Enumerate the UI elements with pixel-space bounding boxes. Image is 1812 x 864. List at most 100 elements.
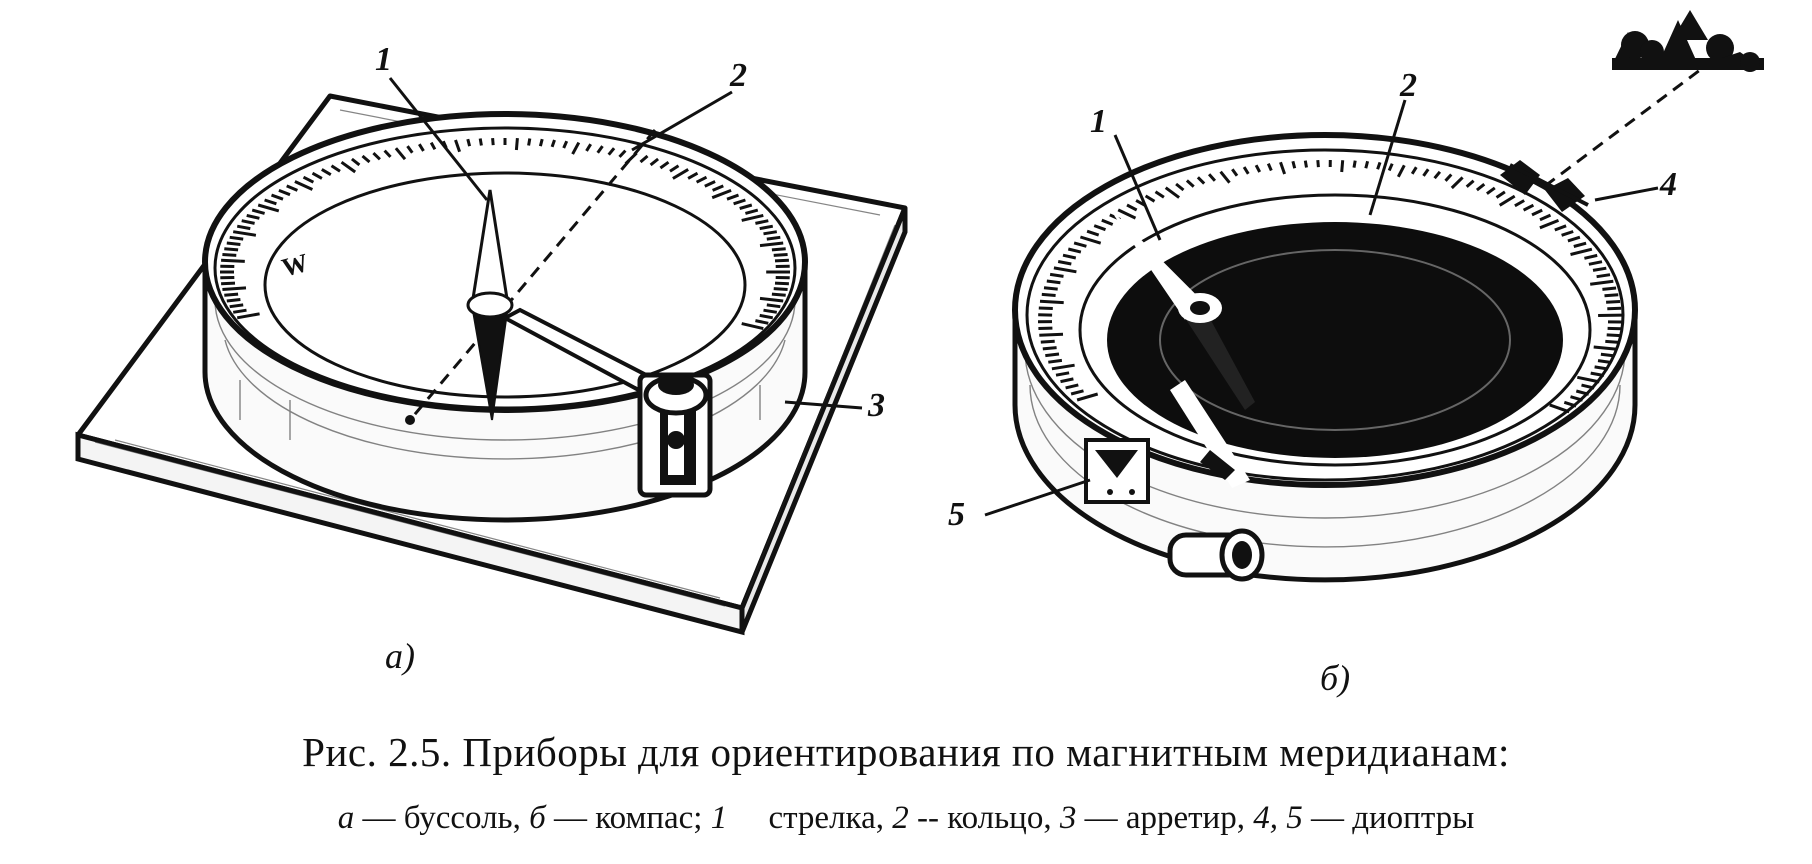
scale-tick [478,138,483,146]
scale-tick [241,219,255,225]
scale-tick [1597,359,1612,364]
scale-tick [1602,286,1617,291]
scale-tick [1594,365,1609,371]
scale-tick [1040,339,1055,344]
boussole-caption-a: а) [385,636,415,676]
compass-scale-ticks [1037,159,1623,414]
scale-tick [226,298,241,303]
scale-tick [1498,194,1516,207]
compass-label-5: 5 [948,496,965,533]
figure-caption-legend: а — буссоль, б — компас; 1 стрелка, 2 --… [0,800,1812,837]
scale-tick [712,184,724,192]
scale-tick [1576,375,1600,384]
compass-drawing: 1 2 4 5 б) [948,10,1764,698]
scale-tick [1039,299,1064,305]
scale-tick [1588,260,1603,266]
scale-tick [1303,160,1308,168]
scale-tick [1364,160,1370,169]
scale-tick [224,247,239,252]
scale-tick [1514,199,1525,208]
scale-tick [1101,218,1114,226]
scale-tick [429,141,437,151]
scale-tick [755,219,769,225]
scale-tick [1376,161,1382,170]
figure-caption-title: Рис. 2.5. Приборы для ориентирования по … [302,729,1510,775]
scale-tick [741,213,764,222]
compass-label-2: 2 [1399,67,1417,104]
legend-n45: 4, 5 [1253,800,1303,836]
scale-tick [1043,286,1058,291]
scale-tick [514,137,519,151]
scale-tick [618,149,627,158]
scale-tick [1042,346,1057,351]
scale-tick [1593,345,1618,351]
scale-tick [745,208,759,215]
scale-tick [1207,173,1217,182]
scale-tick [1607,306,1622,311]
scale-tick [232,308,247,314]
scale-tick [759,313,774,320]
scale-tick [1242,166,1250,175]
scale-tick [1196,176,1206,185]
scale-tick [1041,292,1056,297]
scale-tick [562,140,569,149]
scale-tick [1049,272,1064,278]
scale-tick [1038,306,1053,310]
legend-t45: — диоптры [1302,800,1475,836]
scale-tick [1396,164,1406,178]
scale-tick [1561,230,1574,237]
scale-tick [704,180,716,188]
scale-tick [1126,203,1138,212]
legend-a-text: — буссоль, [354,800,530,836]
scale-tick [755,319,769,325]
scale-tick [1053,266,1077,274]
scale-tick [1254,164,1262,173]
scale-tick [1522,203,1535,212]
legend-b-text: — компас; [545,800,711,836]
scale-tick [759,296,784,303]
scale-tick [1570,395,1584,402]
legend-t1: стрелка, [727,800,893,836]
scale-tick [1596,273,1611,279]
scale-tick [687,171,699,180]
compass-arretir-pin [1167,528,1265,582]
scale-tick [1604,293,1619,298]
scale-tick [372,152,381,161]
scale-tick [771,247,786,252]
scale-tick [1549,403,1570,414]
legend-n1: 1 [710,800,728,836]
scale-tick [766,235,781,241]
scale-tick [774,258,789,263]
scale-tick [278,189,291,197]
scale-tick [222,286,247,291]
scale-tick [1065,383,1079,390]
scale-tick [659,160,670,170]
scale-tick [1433,170,1442,180]
scale-tick [221,281,236,286]
scale-tick [1575,389,1590,396]
scale-tick [733,198,746,206]
scale-tick [1450,176,1464,190]
scale-tick [1219,170,1231,184]
boussole-sight-line [408,129,657,421]
scale-tick [1231,168,1239,177]
scale-tick [1444,173,1453,182]
scale-tick [1606,300,1621,304]
compass-front-diopter [1084,438,1150,504]
scale-tick [1057,260,1072,266]
scale-tick [596,145,604,154]
scale-tick [1154,190,1165,199]
scale-tick [1486,186,1496,195]
legend-b: б [529,800,546,836]
compass-rear-diopter [1500,160,1589,212]
scale-tick [222,253,237,257]
scale-tick [1606,333,1621,338]
scale-tick [1581,383,1595,390]
scale-tick [766,303,781,309]
scale-tick [1495,190,1506,199]
scale-tick [340,160,357,174]
scale-tick [1584,253,1598,260]
scale-tick [1465,179,1475,188]
scale-tick [1039,332,1064,337]
scale-tick [294,180,314,191]
